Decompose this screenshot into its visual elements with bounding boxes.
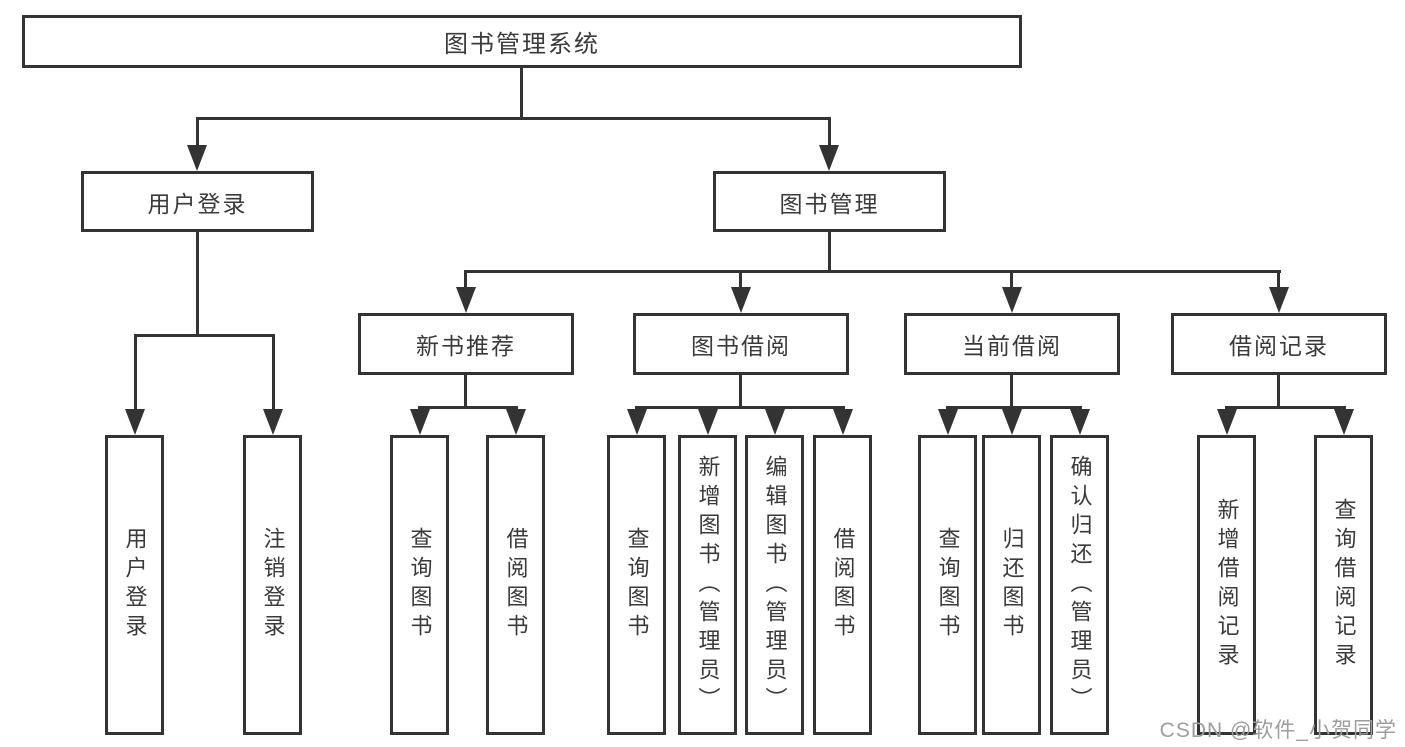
arrow-down-icon: [456, 287, 476, 313]
node-label: 当前借阅: [962, 333, 1062, 359]
leaf-records-query-borrow-record: 查询借阅记录: [1314, 435, 1373, 735]
arrow-down-icon: [1070, 409, 1090, 435]
node-label: 查询借阅记录: [1331, 498, 1357, 672]
connector-vline: [739, 270, 742, 289]
connector-hline: [635, 406, 845, 409]
leaf-records-add-borrow-record: 新增借阅记录: [1197, 435, 1256, 735]
arrow-down-icon: [627, 409, 647, 435]
arrow-down-icon: [765, 409, 785, 435]
connector-vline: [134, 334, 137, 411]
node-new-book-recommendation: 新书推荐: [358, 313, 574, 375]
node-label: 图书管理: [779, 190, 880, 217]
leaf-recommend-query-books: 查询图书: [390, 435, 449, 735]
arrow-down-icon: [1002, 409, 1022, 435]
node-book-borrowing: 图书借阅: [633, 313, 849, 375]
leaf-borrowing-edit-book-admin: 编辑图书（管理员）: [745, 435, 804, 735]
leaf-logout-login: 注销登录: [243, 435, 302, 735]
connector-vline: [272, 334, 275, 411]
connector-vline: [464, 270, 467, 289]
connector-vline: [520, 68, 523, 118]
node-label: 查询图书: [935, 527, 961, 643]
node-label: 编辑图书（管理员）: [762, 454, 788, 716]
connector-vline: [196, 117, 199, 147]
connector-hline: [1225, 406, 1346, 409]
leaf-borrowing-borrow-books: 借阅图书: [813, 435, 872, 735]
leaf-current-return-books: 归还图书: [982, 435, 1041, 735]
node-label: 查询图书: [407, 527, 433, 643]
node-label: 注销登录: [260, 527, 286, 643]
node-current-borrowing: 当前借阅: [904, 313, 1120, 375]
connector-vline: [1277, 375, 1280, 407]
arrow-down-icon: [833, 409, 853, 435]
leaf-current-confirm-return-admin: 确认归还（管理员）: [1050, 435, 1109, 735]
leaf-borrowing-query-books: 查询图书: [607, 435, 666, 735]
connector-vline: [828, 232, 831, 271]
node-book-management: 图书管理: [713, 171, 946, 232]
arrow-down-icon: [1269, 287, 1289, 313]
node-user-login-branch: 用户登录: [81, 171, 314, 232]
connector-vline: [1277, 270, 1280, 289]
connector-vline: [739, 375, 742, 407]
connector-hline: [134, 334, 275, 337]
leaf-current-query-books: 查询图书: [918, 435, 977, 735]
leaf-user-login: 用户登录: [105, 435, 164, 735]
node-library-system: 图书管理系统: [22, 15, 1022, 68]
node-label: 用户登录: [147, 190, 248, 217]
leaf-borrowing-add-book-admin: 新增图书（管理员）: [678, 435, 737, 735]
connector-hline: [196, 117, 831, 120]
arrow-down-icon: [187, 145, 207, 171]
arrow-down-icon: [731, 287, 751, 313]
node-label: 新书推荐: [416, 333, 516, 359]
connector-vline: [1010, 270, 1013, 289]
node-label: 借阅图书: [503, 527, 529, 643]
node-label: 用户登录: [122, 527, 148, 643]
connector-vline: [464, 375, 467, 407]
arrow-down-icon: [125, 409, 145, 435]
arrow-down-icon: [1002, 287, 1022, 313]
node-label: 借阅图书: [830, 527, 856, 643]
node-label: 新增图书（管理员）: [695, 454, 721, 716]
node-label: 归还图书: [999, 527, 1025, 643]
arrow-down-icon: [410, 409, 430, 435]
node-label: 新增借阅记录: [1214, 498, 1240, 672]
csdn-watermark: CSDN @软件_小贺同学: [1159, 719, 1397, 742]
connector-hline: [418, 406, 518, 409]
arrow-down-icon: [698, 409, 718, 435]
node-label: 借阅记录: [1229, 333, 1329, 359]
arrow-down-icon: [819, 145, 839, 171]
node-borrowing-records: 借阅记录: [1171, 313, 1387, 375]
arrow-down-icon: [263, 409, 283, 435]
connector-hline: [464, 270, 1281, 273]
node-label: 图书管理系统: [444, 31, 600, 58]
leaf-recommend-borrow-books: 借阅图书: [486, 435, 545, 735]
node-label: 确认归还（管理员）: [1067, 454, 1093, 716]
arrow-down-icon: [1334, 409, 1354, 435]
connector-vline: [196, 232, 199, 335]
node-label: 查询图书: [624, 527, 650, 643]
arrow-down-icon: [938, 409, 958, 435]
arrow-down-icon: [1217, 409, 1237, 435]
arrow-down-icon: [506, 409, 526, 435]
node-label: 图书借阅: [691, 333, 791, 359]
connector-vline: [828, 117, 831, 147]
connector-vline: [1010, 375, 1013, 407]
connector-hline: [946, 406, 1082, 409]
